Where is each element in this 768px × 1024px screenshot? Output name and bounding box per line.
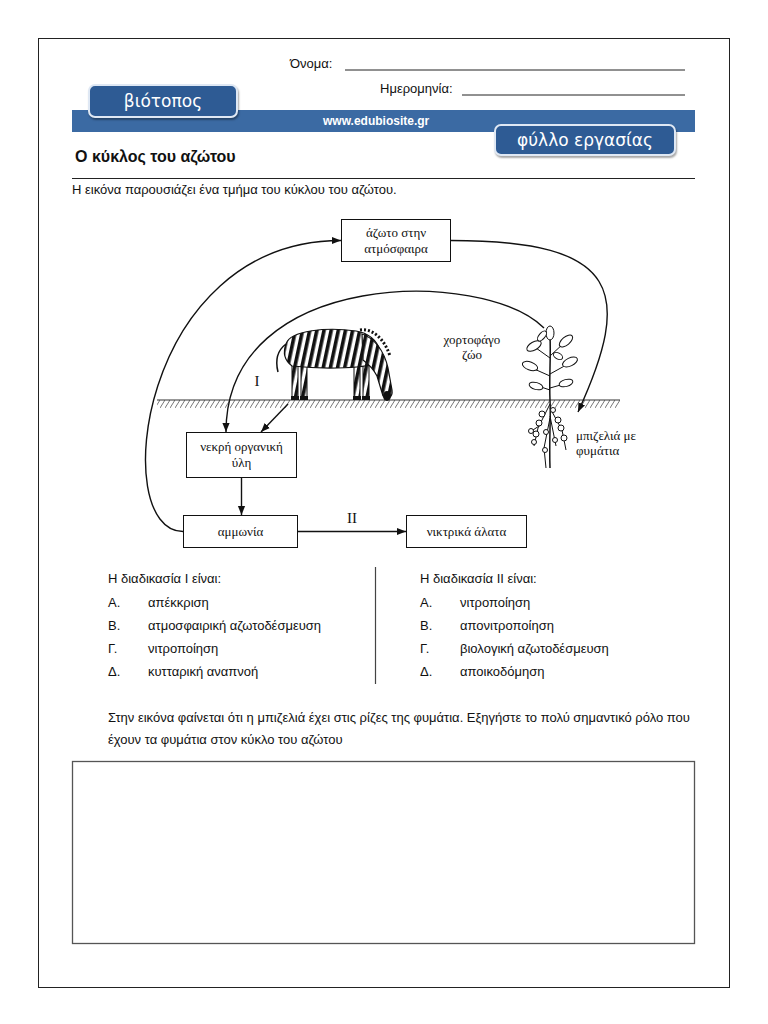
option-letter: Δ. (420, 664, 432, 680)
option-letter: Δ. (108, 664, 120, 680)
figure-label: μπιζελιά με φυμάτια (576, 428, 660, 458)
option-letter: Α. (420, 595, 432, 611)
process-box: αμμωνία (183, 515, 298, 548)
option-text: απέκκριση (148, 595, 209, 611)
plant-figure: μπιζελιά με φυμάτια (522, 328, 578, 473)
option-text: απονιτροποίηση (460, 618, 554, 634)
option-text: νιτροποίηση (148, 641, 218, 657)
answer-box (73, 762, 695, 944)
process-numeral: I (253, 373, 262, 389)
name-underline (345, 70, 685, 71)
date-underline (462, 95, 685, 96)
title-rule (72, 178, 695, 179)
node-text: www.edubiosite.gr (323, 114, 429, 128)
question-heading: Η διαδικασία I είναι: (108, 571, 221, 587)
option-text: ατμοσφαιρική αζωτοδέσμευση (148, 618, 321, 634)
option-text: αποικοδόμηση (460, 664, 544, 680)
node-text: άζωτο στην ατμόσφαιρα (348, 225, 444, 257)
header-tab: βιότοπος (88, 84, 238, 118)
option-letter: Α. (108, 595, 120, 611)
page-border (39, 39, 730, 988)
process-numeral: II (345, 510, 359, 526)
question-text: Στην εικόνα φαίνεται ότι η μπιζελιά έχει… (108, 707, 700, 751)
process-box: άζωτο στην ατμόσφαιρα (341, 219, 451, 262)
field-label: Όνομα: (290, 56, 332, 72)
question-heading: Η διαδικασία II είναι: (420, 571, 537, 587)
flow-arrow (261, 404, 288, 432)
intro-text: Η εικόνα παρουσιάζει ένα τμήμα του κύκλο… (72, 182, 397, 198)
node-text: αμμωνία (218, 524, 264, 540)
flow-arrow (298, 531, 406, 532)
node-text: φύλλο εργασίας (517, 130, 653, 150)
field-label: Ημερομηνία: (380, 81, 453, 97)
zebra-illustration (268, 316, 396, 406)
worksheet-title: Ο κύκλος του αζώτου (75, 147, 236, 167)
option-letter: Γ. (108, 641, 117, 657)
figure-label: χορτοφάγο ζώο (434, 332, 510, 362)
option-letter: Β. (108, 618, 120, 634)
flow-arrow (241, 478, 242, 515)
node-text: νικτρικά άλατα (427, 524, 507, 540)
header-tab: φύλλο εργασίας (494, 124, 676, 156)
option-text: νιτροποίηση (460, 595, 530, 611)
animal-figure: χορτοφάγο ζώο (268, 316, 396, 404)
option-letter: Γ. (420, 641, 429, 657)
option-text: βιολογική αζωτοδέσμευση (460, 641, 609, 657)
node-text: βιότοπος (124, 91, 202, 111)
pea-plant-illustration (522, 328, 578, 473)
flow-arrow (226, 291, 544, 432)
flow-arrow (451, 241, 607, 413)
process-box: νεκρή οργανική ύλη (186, 432, 297, 478)
option-letter: Β. (420, 618, 432, 634)
node-text: νεκρή οργανική ύλη (193, 439, 290, 471)
flow-arrow (145, 241, 341, 532)
option-text: κυτταρική αναπνοή (148, 664, 258, 680)
process-box: νικτρικά άλατα (406, 515, 527, 548)
column-divider (375, 567, 376, 684)
